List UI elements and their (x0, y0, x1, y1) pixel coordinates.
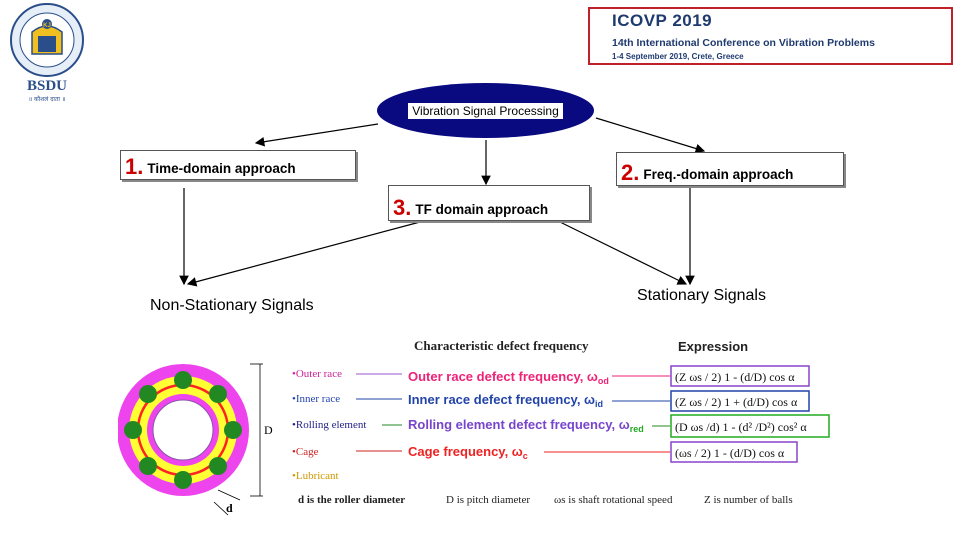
footnote-roller: d is the roller diameter (298, 494, 405, 506)
approach-label: TF domain approach (415, 202, 549, 217)
expression-outer: (Z ωs / 2) 1 - (d/D) cos α (675, 370, 795, 384)
roller-diameter-label: d (226, 501, 233, 515)
svg-text:KJ: KJ (43, 23, 51, 29)
bearing-label-rolling: •Rolling element (292, 419, 366, 431)
approach-number: 3. (393, 195, 412, 220)
arrow-tf-to-stat (559, 221, 688, 285)
tf-domain-box: 3. TF domain approach (388, 185, 590, 221)
bearing-label-inner: •Inner race (292, 393, 340, 405)
svg-text:BSDU: BSDU (27, 78, 67, 94)
expression-inner: (Z ωs / 2) 1 + (d/D) cos α (675, 395, 798, 409)
expression-rolling: (D ωs /d) 1 - (d² /D²) cos² α (675, 420, 807, 434)
root-node-label: Vibration Signal Processing (408, 102, 563, 119)
conference-title: ICOVP 2019 (612, 11, 713, 30)
bearing-label-lubricant: •Lubricant (292, 470, 339, 482)
footnote-pitch: D is pitch diameter (446, 494, 530, 506)
approach-number: 1. (125, 154, 144, 179)
bearing-label-outer: •Outer race (292, 368, 342, 380)
stationary-signals-label: Stationary Signals (637, 287, 766, 304)
approach-label: Time-domain approach (147, 161, 296, 176)
arrow-tf-to-nonstat (186, 221, 421, 287)
arrow-root-to-time (254, 123, 379, 147)
root-node-vibration-signal-processing: Vibration Signal Processing (377, 83, 594, 138)
bore (152, 399, 214, 461)
bearing-label-cage: •Cage (292, 446, 319, 458)
bearing-illustration: D d (118, 363, 273, 516)
defect-row-cage: Cage frequency, ωc (408, 444, 528, 461)
approach-number: 2. (621, 160, 640, 185)
svg-text:॥ कौशलं दाता ॥: ॥ कौशलं दाता ॥ (29, 95, 66, 103)
rolling-elements (124, 371, 242, 489)
conference-banner: ICOVP 2019 14th International Conference… (588, 7, 953, 65)
footnote-balls: Z is number of balls (704, 494, 793, 506)
conference-subtitle: 14th International Conference on Vibrati… (612, 37, 875, 49)
non-stationary-signals-label: Non-Stationary Signals (150, 297, 314, 314)
defect-row-rolling: Rolling element defect frequency, ωred (408, 417, 644, 434)
header-expression: Expression (678, 339, 748, 354)
freq-domain-box: 2. Freq.-domain approach (616, 152, 844, 186)
footnote-speed: ωs is shaft rotational speed (554, 494, 673, 506)
defect-row-outer: Outer race defect frequency, ωod (408, 369, 609, 386)
header-characteristic: Characteristic defect frequency (414, 338, 589, 353)
conference-date: 1-4 September 2019, Crete, Greece (612, 52, 744, 61)
defect-frequency-table: Characteristic defect frequency Expressi… (292, 338, 830, 506)
approach-label: Freq.-domain approach (643, 167, 794, 182)
pitch-diameter-label: D (264, 423, 273, 437)
expression-cage: (ωs / 2) 1 - (d/D) cos α (675, 446, 785, 460)
defect-row-inner: Inner race defect frequency, ωid (408, 392, 603, 409)
university-logo: KJ BSDU ॥ कौशलं दाता ॥ (10, 3, 84, 103)
time-domain-box: 1. Time-domain approach (120, 150, 356, 180)
arrow-root-to-freq (595, 117, 706, 154)
